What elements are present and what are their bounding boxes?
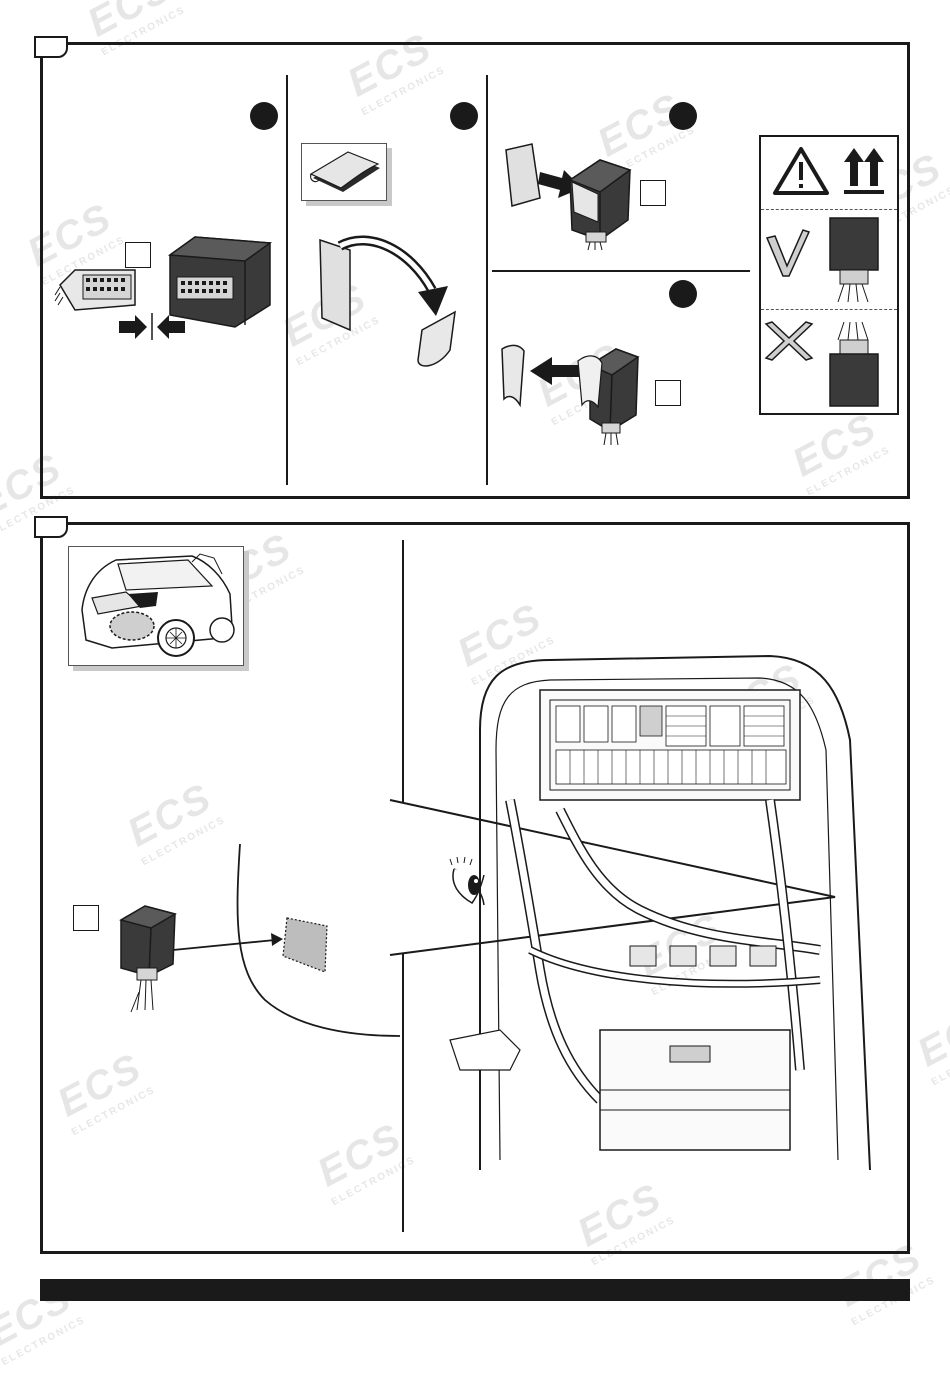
step-marker bbox=[669, 102, 697, 130]
fuse-box bbox=[539, 689, 801, 801]
arrow-left-to-right bbox=[119, 315, 147, 339]
step-tab-2 bbox=[34, 516, 68, 538]
module-placement-illustration bbox=[119, 843, 401, 1037]
apply-pad-illustration bbox=[505, 143, 632, 251]
arrow-left bbox=[530, 357, 588, 385]
panel-divider bbox=[486, 75, 488, 485]
wiring-harness bbox=[505, 799, 821, 1104]
mount-target-area bbox=[282, 917, 328, 973]
reference-box bbox=[640, 180, 666, 206]
module-correct-orientation bbox=[829, 217, 879, 303]
reference-box bbox=[655, 380, 681, 406]
step-marker bbox=[450, 102, 478, 130]
remove-pad-illustration bbox=[501, 344, 640, 446]
arrow-to-mount bbox=[172, 933, 283, 951]
control-unit bbox=[599, 1029, 791, 1151]
fuse-box-detail bbox=[449, 654, 871, 1171]
peel-backing-illustration bbox=[319, 235, 456, 367]
step-panel-2 bbox=[40, 522, 910, 1254]
adhesive-pad-icon bbox=[309, 151, 380, 192]
this-way-up-icon bbox=[844, 148, 884, 194]
step-marker bbox=[669, 280, 697, 308]
connector-row bbox=[629, 945, 777, 967]
step-panel-1 bbox=[40, 42, 910, 499]
reference-box bbox=[73, 905, 99, 931]
control-module bbox=[568, 159, 632, 251]
connector-plug-illustration bbox=[54, 236, 273, 340]
eye-icon bbox=[449, 856, 485, 906]
peeled-backing bbox=[417, 310, 456, 367]
arrow-right-to-left bbox=[157, 315, 185, 339]
step-marker bbox=[250, 102, 278, 130]
latch-bracket bbox=[449, 1029, 521, 1071]
adhesive-pad bbox=[505, 143, 541, 207]
divider bbox=[761, 309, 897, 310]
adhesive-pad bbox=[319, 238, 351, 332]
control-module bbox=[119, 905, 177, 1013]
panel-divider bbox=[492, 270, 750, 272]
reference-box bbox=[125, 242, 151, 268]
footer-bar bbox=[40, 1279, 910, 1301]
cross-icon bbox=[764, 321, 814, 361]
control-module bbox=[167, 236, 273, 328]
warning-triangle-icon bbox=[773, 147, 829, 195]
trunk-outline bbox=[479, 654, 871, 1171]
module-wrong-orientation bbox=[829, 321, 879, 407]
peeled-pad bbox=[501, 344, 525, 408]
panel-edge bbox=[236, 843, 401, 1037]
panel-divider bbox=[286, 75, 288, 485]
checkmark-icon bbox=[765, 229, 811, 277]
vehicle-rear-illustration bbox=[81, 553, 235, 657]
wire-connector bbox=[54, 269, 136, 311]
control-module bbox=[577, 348, 640, 446]
divider bbox=[761, 209, 897, 210]
step-tab-1 bbox=[34, 36, 68, 58]
